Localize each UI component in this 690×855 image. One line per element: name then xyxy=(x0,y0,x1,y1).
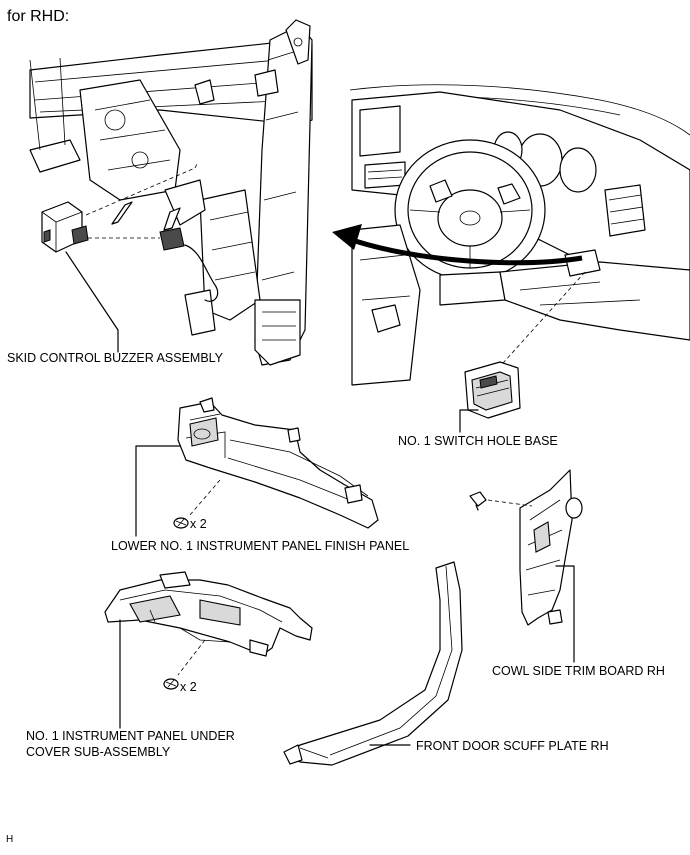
cabin-view-illustration xyxy=(349,84,690,386)
cowl-side-trim-board xyxy=(519,469,583,626)
skid-control-buzzer xyxy=(41,201,89,253)
leader-cowl xyxy=(555,565,575,663)
label-qty-finish-panel: x 2 xyxy=(190,517,207,531)
front-door-scuff-plate xyxy=(283,561,463,766)
label-buzzer: SKID CONTROL BUZZER ASSEMBLY xyxy=(7,351,224,365)
label-finish-panel: LOWER NO. 1 INSTRUMENT PANEL FINISH PANE… xyxy=(111,539,410,553)
page-footer: H xyxy=(6,834,14,845)
lower-finish-panel xyxy=(177,397,379,529)
clip-icon xyxy=(469,491,487,511)
dashboard-frame-illustration xyxy=(29,19,313,366)
direction-arrow xyxy=(332,224,583,266)
label-under-cover-line2: COVER SUB-ASSEMBLY xyxy=(26,745,171,759)
leader-buzzer xyxy=(65,251,119,353)
leader-finish-panel xyxy=(135,445,181,537)
label-scuff: FRONT DOOR SCUFF PLATE RH xyxy=(416,739,609,753)
under-cover-sub-assembly xyxy=(104,571,313,657)
leader-switch-base xyxy=(459,409,479,433)
label-switch-base: NO. 1 SWITCH HOLE BASE xyxy=(398,434,558,448)
label-under-cover-line1: NO. 1 INSTRUMENT PANEL UNDER xyxy=(26,729,235,743)
screw-icon xyxy=(173,517,189,529)
screw-icon xyxy=(163,678,179,690)
page-header: for RHD: xyxy=(7,8,70,25)
label-cowl: COWL SIDE TRIM BOARD RH xyxy=(492,664,665,678)
label-qty-under-cover: x 2 xyxy=(180,680,197,694)
switch-hole-base xyxy=(464,361,521,419)
